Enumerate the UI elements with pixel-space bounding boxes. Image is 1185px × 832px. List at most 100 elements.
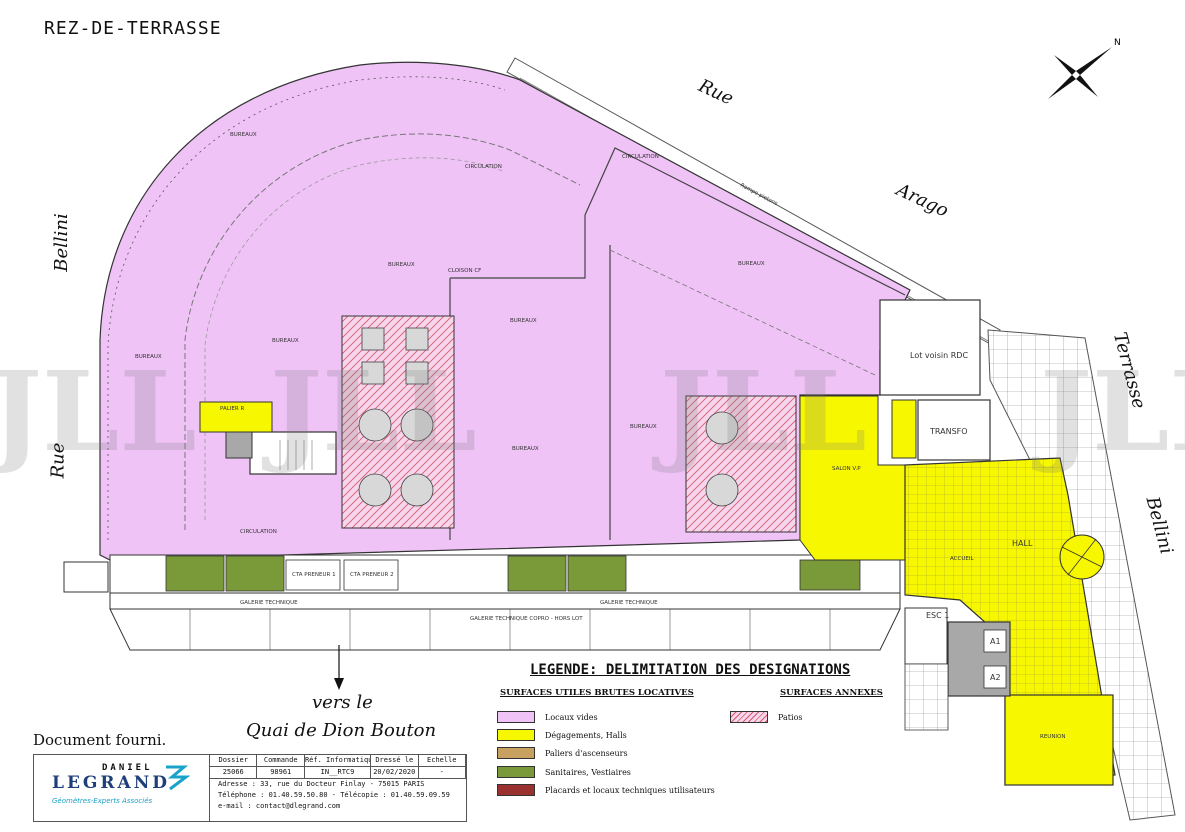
label-transfo: TRANSFO: [929, 427, 968, 436]
sanitary-3: [507, 555, 567, 592]
title-block: DANIEL LEGRAND Géomètres-Experts Associé…: [33, 754, 467, 822]
sanitary-5: [799, 559, 861, 591]
watermark-text: JLL: [0, 347, 197, 476]
sanitary-2: [225, 555, 285, 592]
label-bureaux-6: BUREAUX: [512, 446, 539, 452]
legend-surfaces-utiles: SURFACES UTILES BRUTES LOCATIVES: [500, 688, 694, 698]
label-circulation-2: CIRCULATION: [240, 529, 277, 535]
legend-swatch: [497, 766, 535, 778]
label-accueil: ACCUEIL: [950, 556, 974, 562]
legend-item: Dégagements, Halls: [497, 729, 627, 741]
document-fourni: Document fourni.: [33, 731, 167, 749]
legend-item: Locaux vides: [497, 711, 598, 723]
label-bureaux-4: BUREAUX: [388, 262, 415, 268]
legend-surfaces-annexes: SURFACES ANNEXES: [780, 688, 883, 698]
label-bureaux-2: BUREAUX: [135, 354, 162, 360]
email-line: e-mail : contact@dlegrand.com: [218, 802, 341, 810]
title-block-headers: Dossier Commande Réf. Informatique Dress…: [210, 755, 467, 767]
label-galerie-2: GALERIE TECHNIQUE: [600, 600, 658, 606]
header-ref: Réf. Informatique: [304, 755, 372, 767]
legend-swatch: [497, 747, 535, 759]
legend-item: Sanitaires, Vestiaires: [497, 766, 631, 778]
label-reunion: REUNION: [1040, 734, 1066, 740]
legend-label: Locaux vides: [545, 712, 598, 722]
header-commande: Commande: [257, 755, 305, 767]
watermark-text: JLL: [261, 347, 477, 476]
street-quai: Quai de Dion Bouton: [246, 720, 437, 741]
title-block-values: 25066 98961 IN__RTC9 20/02/2020 -: [210, 767, 467, 779]
inner-circulation-ring: [184, 133, 581, 530]
watermark-text: JLL: [1031, 347, 1185, 476]
logo-top: DANIEL: [102, 763, 153, 773]
label-bureaux-5: BUREAUX: [510, 318, 537, 324]
phone-line: Téléphone : 01.40.59.50.80 - Télécopie :…: [218, 791, 450, 799]
logo-mark-icon: [166, 765, 190, 791]
jll-watermark: JLL JLL JLL JLL: [0, 347, 1185, 476]
label-cloison: CLOISON CF: [448, 268, 481, 274]
street-rue-left: Rue: [47, 442, 69, 479]
transfo-room: [917, 399, 991, 461]
label-bureaux-7: BUREAUX: [630, 424, 657, 430]
label-bureaux-3: BUREAUX: [272, 338, 299, 344]
value-echelle: -: [418, 767, 467, 779]
lift-box: [225, 431, 253, 459]
cta-box-1: [285, 559, 341, 591]
label-bureaux-1: BUREAUX: [230, 132, 257, 138]
street-vers-le: vers le: [312, 692, 373, 713]
label-circulation-3: CIRCULATION: [622, 154, 659, 160]
title-block-grid: Dossier Commande Réf. Informatique Dress…: [210, 755, 467, 812]
legend-label: Dégagements, Halls: [545, 730, 627, 740]
label-palier: PALIER R: [220, 406, 244, 412]
sanitary-1: [165, 555, 225, 592]
legend-label: Patios: [778, 712, 803, 722]
header-dossier: Dossier: [210, 755, 258, 767]
cta-box-2: [343, 559, 399, 591]
value-dossier: 25066: [210, 767, 258, 779]
north-compass-icon: N: [1048, 38, 1121, 99]
reunion-room: [1004, 694, 1114, 786]
label-lot-voisin: Lot voisin RDC: [910, 351, 968, 360]
label-salon: SALON V.P: [832, 466, 861, 472]
logo-main: LEGRAND: [52, 773, 171, 793]
legend-swatch: [497, 784, 535, 796]
label-esc: ESC 1: [926, 611, 949, 620]
legend-item-patios: Patios: [730, 711, 803, 723]
legend-label: Placards et locaux techniques utilisateu…: [545, 785, 715, 795]
label-galerie-copro: GALERIE TECHNIQUE COPRO - HORS LOT: [470, 616, 583, 622]
sanitary-4: [567, 555, 627, 592]
svg-text:N: N: [1114, 38, 1121, 48]
label-circulation-1: CIRCULATION: [465, 164, 502, 170]
watermark-text: JLL: [651, 347, 867, 476]
facade-arc: [107, 76, 506, 540]
value-ref: IN__RTC9: [304, 767, 372, 779]
street-bellini-left: Bellini: [50, 213, 72, 272]
galerie-technique: [109, 592, 901, 610]
label-cta-1: CTA PRENEUR 1: [292, 572, 336, 578]
patio-right: [685, 395, 797, 533]
legend-swatch: [497, 711, 535, 723]
label-cta-2: CTA PRENEUR 2: [350, 572, 394, 578]
value-dresse: 20/02/2020: [371, 767, 419, 779]
header-echelle: Echelle: [418, 755, 467, 767]
value-commande: 98961: [257, 767, 305, 779]
legend-item: Placards et locaux techniques utilisateu…: [497, 784, 715, 796]
label-a2: A2: [990, 673, 1001, 682]
legend-item: Paliers d'ascenseurs: [497, 747, 628, 759]
lot-voisin-room: [879, 299, 981, 396]
label-galerie-1: GALERIE TECHNIQUE: [240, 600, 298, 606]
company-logo: DANIEL LEGRAND Géomètres-Experts Associé…: [34, 755, 210, 821]
address-line: Adresse : 33, rue du Docteur Finlay - 75…: [218, 780, 425, 788]
label-a1: A1: [990, 637, 1001, 646]
legend-swatch-hatch: [730, 711, 768, 723]
logo-sub: Géomètres-Experts Associés: [52, 797, 153, 805]
legend-label: Sanitaires, Vestiaires: [545, 767, 631, 777]
legend-label: Paliers d'ascenseurs: [545, 748, 628, 758]
page-title: REZ-DE-TERRASSE: [44, 18, 222, 39]
legend-swatch: [497, 729, 535, 741]
galerie-copro: [109, 608, 901, 651]
inner-circulation-ring-2: [204, 157, 506, 520]
core-stairs: [249, 431, 337, 475]
label-bureaux-8: BUREAUX: [738, 261, 765, 267]
label-hall: HALL: [1012, 539, 1033, 548]
